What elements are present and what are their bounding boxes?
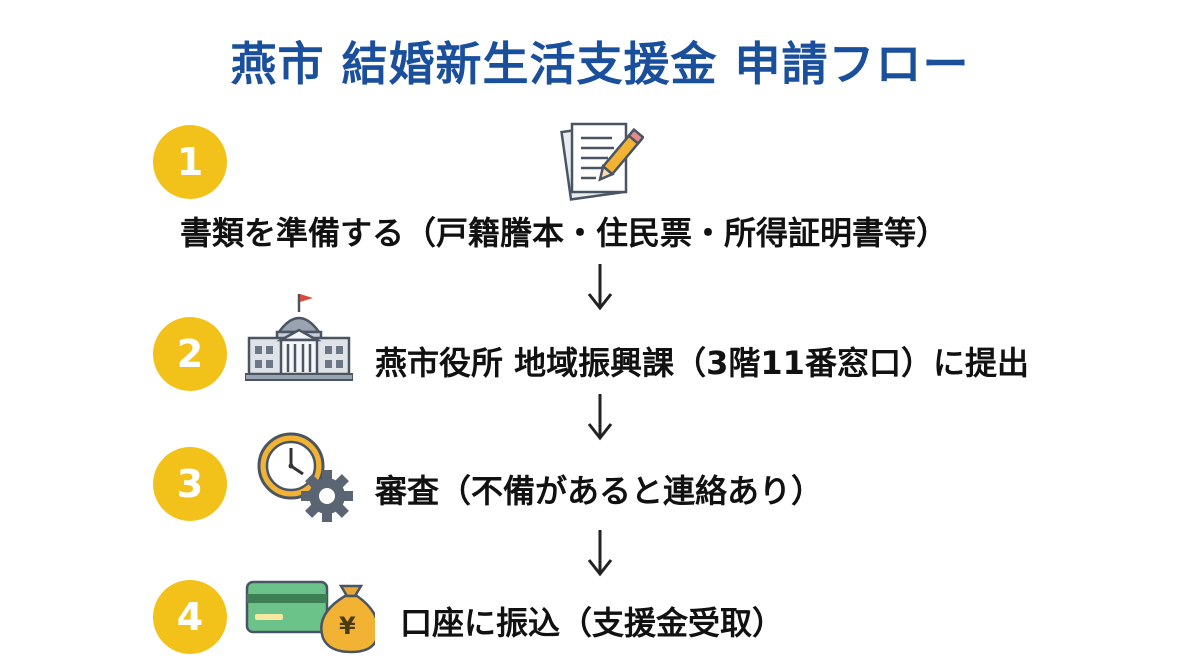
- down-arrow-icon-2: [587, 394, 613, 441]
- step-number-badge-3: 3: [153, 447, 227, 521]
- card-money-bag-icon: ¥: [245, 574, 375, 654]
- step-text-1: 書類を準備する（戸籍謄本・住民票・所得証明書等）: [180, 214, 949, 252]
- step-text-3: 審査（不備があると連絡あり）: [375, 472, 824, 510]
- clock-gear-icon: [257, 432, 353, 522]
- step-number-badge-4: 4: [153, 580, 227, 654]
- page-title: 燕市 結婚新生活支援金 申請フロー: [230, 37, 970, 91]
- step-text-4: 口座に振込（支援金受取）: [400, 604, 785, 642]
- down-arrow-icon-3: [587, 530, 613, 577]
- city-hall-icon: [245, 294, 353, 381]
- down-arrow-icon-1: [587, 264, 613, 311]
- document-pencil-icon: [560, 122, 644, 201]
- yen-symbol: ¥: [339, 612, 356, 640]
- step-number-badge-1: 1: [153, 125, 227, 199]
- step-number-badge-2: 2: [153, 317, 227, 391]
- step-text-2: 燕市役所 地域振興課（3階11番窓口）に提出: [375, 344, 1029, 382]
